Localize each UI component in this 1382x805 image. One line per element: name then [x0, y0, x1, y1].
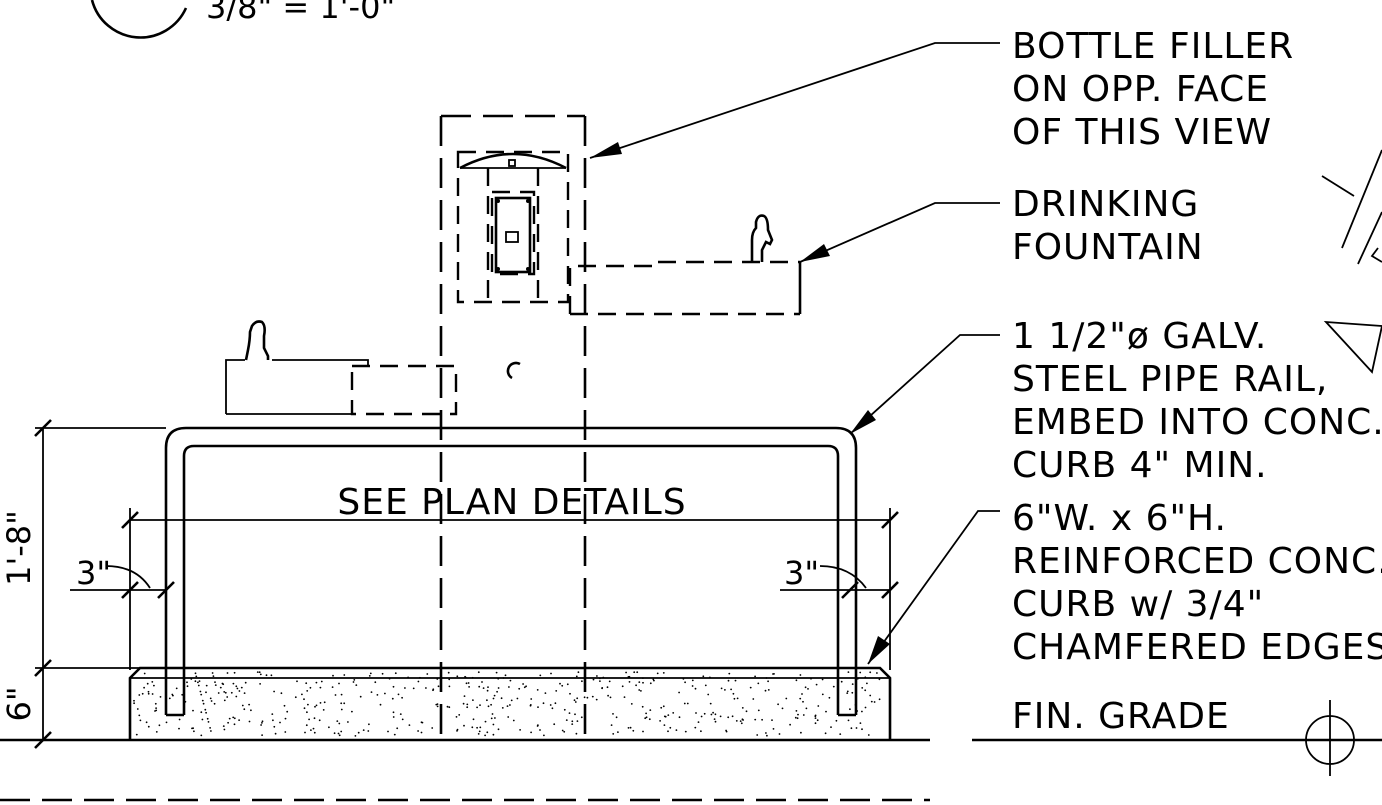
concrete-curb: [128, 666, 892, 740]
detail-bubble: 3/8" = 1'-0": [90, 0, 395, 39]
drinking-fountain-left: [225, 320, 458, 416]
svg-text:DRINKING: DRINKING: [1012, 184, 1199, 225]
dimension-offset-left: 3": [70, 554, 175, 600]
svg-text:ON OPP. FACE: ON OPP. FACE: [1012, 69, 1269, 110]
leader-lines: [589, 42, 1000, 665]
callout-bottle-filler: BOTTLE FILLER ON OPP. FACE OF THIS VIEW: [1012, 26, 1294, 153]
svg-text:CURB w/ 3/4": CURB w/ 3/4": [1012, 584, 1264, 625]
svg-text:1 1/2"ø GALV.: 1 1/2"ø GALV.: [1012, 316, 1267, 357]
svg-text:STEEL PIPE RAIL,: STEEL PIPE RAIL,: [1012, 359, 1328, 400]
push-button-symbol: [506, 361, 521, 380]
callout-curb: 6"W. x 6"H. REINFORCED CONC. CURB w/ 3/4…: [1012, 498, 1382, 668]
svg-text:REINFORCED CONC.: REINFORCED CONC.: [1012, 541, 1382, 582]
plan-details-note: SEE PLAN DETAILS: [337, 482, 686, 523]
dimension-plan-width: SEE PLAN DETAILS: [121, 482, 899, 670]
dimension-offset-right: 3": [780, 554, 899, 599]
fountain-pedestal: [439, 114, 587, 740]
svg-text:CHAMFERED EDGES: CHAMFERED EDGES: [1012, 627, 1382, 668]
drinking-fountain-right: [568, 214, 802, 316]
finish-grade-label: FIN. GRADE: [1012, 696, 1230, 737]
pipe-rail: [164, 426, 858, 717]
svg-text:BOTTLE FILLER: BOTTLE FILLER: [1012, 26, 1294, 67]
callout-pipe-rail: 1 1/2"ø GALV. STEEL PIPE RAIL, EMBED INT…: [1012, 316, 1382, 486]
svg-text:CURB 4" MIN.: CURB 4" MIN.: [1012, 445, 1268, 486]
svg-text:6"W. x 6"H.: 6"W. x 6"H.: [1012, 498, 1227, 539]
svg-text:EMBED INTO CONC.: EMBED INTO CONC.: [1012, 402, 1382, 443]
svg-text:OF THIS VIEW: OF THIS VIEW: [1012, 112, 1272, 153]
curb-stipple: [133, 671, 881, 737]
offset-left-label: 3": [76, 554, 111, 592]
svg-text:FOUNTAIN: FOUNTAIN: [1012, 227, 1204, 268]
callout-drinking-fountain: DRINKING FOUNTAIN: [1012, 184, 1204, 268]
elevation-marker: [1300, 700, 1382, 776]
scale-label: 3/8" = 1'-0": [206, 0, 395, 26]
offset-right-label: 3": [784, 554, 819, 592]
bottle-filler: [456, 150, 570, 304]
rail-height-label: 1'-8": [0, 510, 38, 586]
adjacent-detail-fragment: [1321, 149, 1382, 374]
dimension-vertical: 1'-8" 6": [0, 419, 166, 749]
curb-height-label: 6": [0, 686, 38, 721]
